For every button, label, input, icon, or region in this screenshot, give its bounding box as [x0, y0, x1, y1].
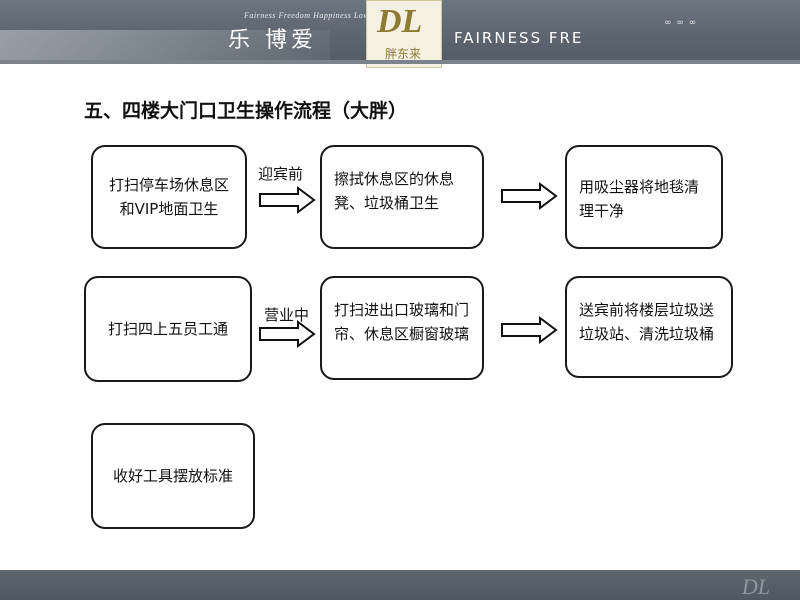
- arrow-r1-a: [259, 186, 316, 214]
- header-banner: Fairness Freedom Happiness Love 乐 博爱 DL …: [0, 0, 800, 68]
- step-text-r1c2: 擦拭休息区的休息凳、垃圾桶卫生: [334, 170, 455, 212]
- step-text-r2c1: 打扫四上五员工通: [107, 320, 228, 338]
- page-title: 五、四楼大门口卫生操作流程（大胖）: [84, 100, 408, 122]
- step-text-r2c2: 打扫进出口玻璃和门帘、休息区橱窗玻璃: [334, 301, 470, 343]
- step-box-r2c1: 打扫四上五员工通: [84, 276, 252, 382]
- header-tagline: Fairness Freedom Happiness Love: [244, 11, 372, 20]
- header-underline: [0, 60, 800, 64]
- header-mist: [0, 30, 330, 60]
- arrow-label-r1: 迎宾前: [258, 165, 304, 183]
- logo-text: 胖东来: [385, 47, 422, 61]
- header-right-text: ∞ ∞ ∞: [664, 18, 698, 28]
- step-text-r1c1: 打扫停车场休息区和VIP地面卫生: [108, 176, 229, 218]
- step-box-r2c2: 打扫进出口玻璃和门帘、休息区橱窗玻璃: [320, 276, 484, 380]
- arrow-r1-b: [501, 182, 558, 210]
- step-box-r1c2: 擦拭休息区的休息凳、垃圾桶卫生: [320, 145, 484, 249]
- step-text-r3c1: 收好工具摆放标准: [112, 467, 233, 485]
- step-box-r1c1: 打扫停车场休息区和VIP地面卫生: [91, 145, 247, 249]
- logo-mark: DL: [377, 3, 423, 40]
- step-box-r3c1: 收好工具摆放标准: [91, 423, 255, 529]
- header-slogan-en: FAIRNESS FRE: [454, 29, 584, 47]
- header-slogan-cn: 乐 博爱: [228, 28, 317, 53]
- company-logo: DL 胖东来: [366, 0, 442, 68]
- footer-band: DL: [0, 570, 800, 600]
- footer-logo-mark: DL: [741, 574, 770, 599]
- arrow-label-r2: 营业中: [264, 306, 310, 324]
- arrow-r2-b: [501, 316, 558, 344]
- arrow-r2-a: [259, 320, 316, 348]
- step-box-r2c3: 送宾前将楼层垃圾送垃圾站、清洗垃圾桶: [565, 276, 733, 378]
- step-text-r2c3: 送宾前将楼层垃圾送垃圾站、清洗垃圾桶: [579, 301, 715, 343]
- step-box-r1c3: 用吸尘器将地毯清理干净: [565, 145, 723, 249]
- step-text-r1c3: 用吸尘器将地毯清理干净: [579, 178, 700, 220]
